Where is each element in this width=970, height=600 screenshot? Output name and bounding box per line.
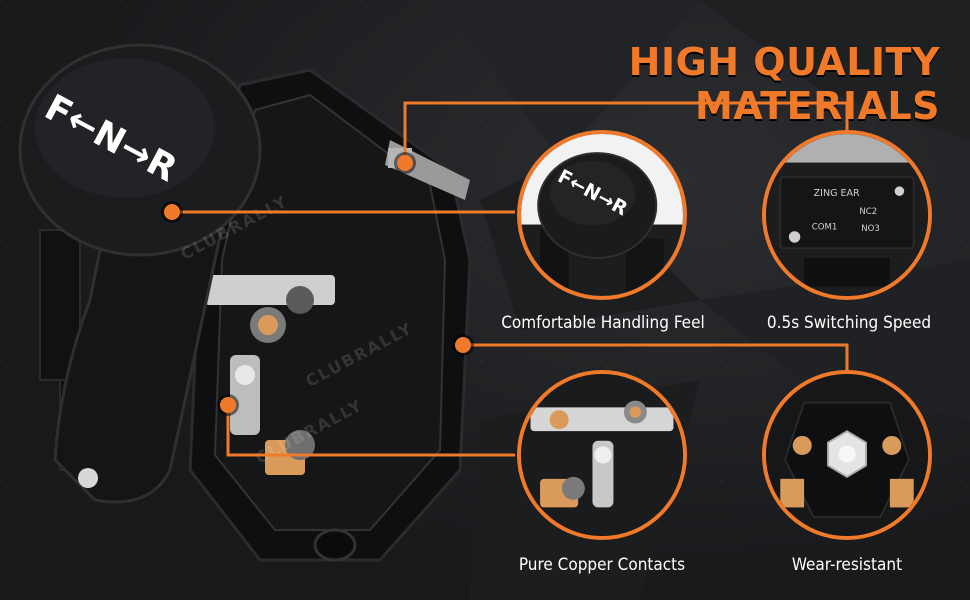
microswitch-nc: NC2 [859, 207, 877, 217]
detail-circle-microswitch: ZING EAR NC2 COM1 NO3 [762, 130, 932, 300]
callout-dot-microswitch [397, 155, 413, 171]
feature-caption-handling: Comfortable Handling Feel [501, 313, 705, 333]
callout-dot-housing [455, 337, 471, 353]
detail-circle-knob: F←N→R [517, 130, 687, 300]
detail-circle-wear [762, 370, 932, 540]
microswitch-no: NO3 [861, 224, 880, 234]
feature-caption-switching: 0.5s Switching Speed [766, 313, 932, 333]
fnr-switch-product: F←N→R [18, 43, 472, 562]
detail-circle-contacts [517, 370, 687, 540]
callout-dot-contacts [220, 397, 236, 413]
page-title: HIGH QUALITY MATERIALS [628, 40, 940, 128]
callout-dot-knob [164, 204, 180, 220]
feature-caption-copper: Pure Copper Contacts [518, 555, 686, 575]
microswitch-maker: ZING EAR [814, 188, 860, 199]
feature-caption-wear: Wear-resistant [791, 555, 903, 575]
microswitch-com: COM1 [812, 222, 838, 232]
